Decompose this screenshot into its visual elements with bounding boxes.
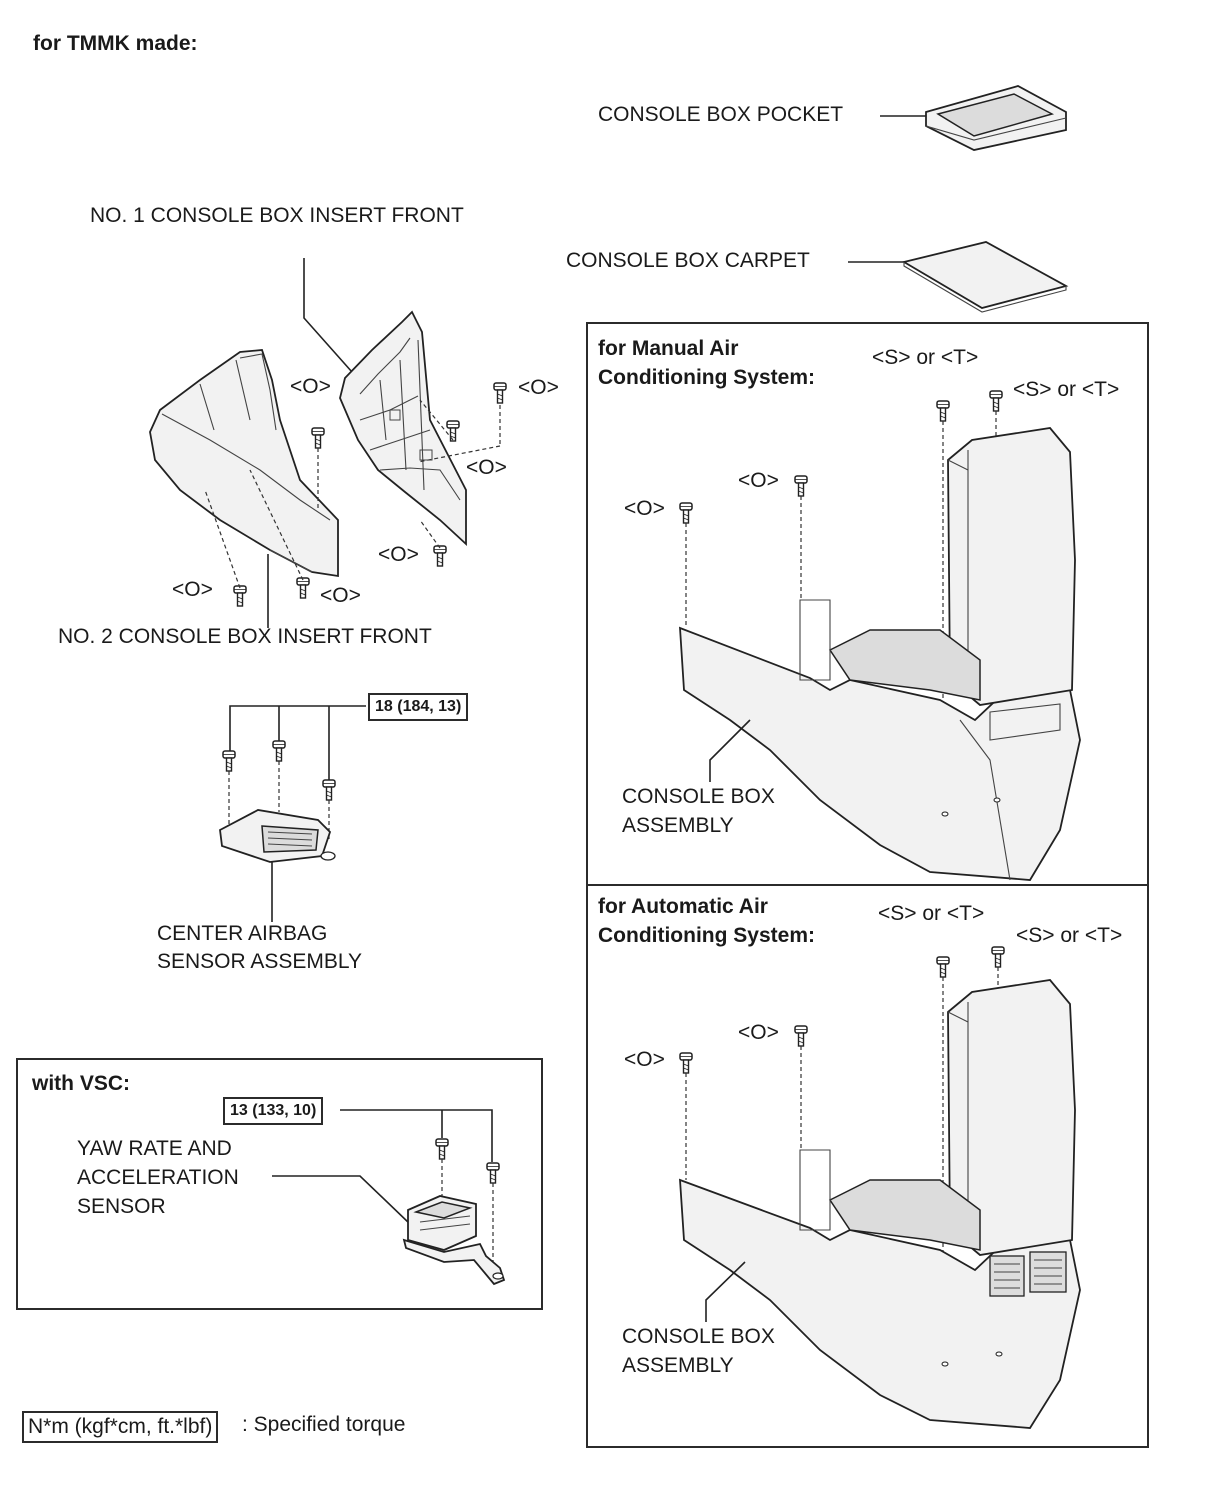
auto-ac-panel (586, 884, 1149, 1448)
center-airbag-sensor-label: CENTER AIRBAG SENSOR ASSEMBLY (157, 922, 363, 973)
auto-console-box-label: CONSOLE BOX ASSEMBLY (622, 1325, 775, 1377)
console-box-carpet-part (848, 241, 1069, 313)
yaw-sensor-torque-box: 13 (133, 10) (223, 1097, 324, 1125)
clip-mark: <O> (624, 1048, 665, 1071)
yaw-rate-sensor-part (272, 1109, 506, 1286)
vsc-panel (16, 1058, 543, 1310)
clip-mark: <O> (378, 543, 419, 566)
no1-insert-front-part (303, 258, 467, 547)
clip-mark: <O> (624, 497, 665, 520)
insert-bolts (204, 382, 507, 607)
clip-mark: <S> or <T> (872, 346, 979, 369)
legend-unit-box: N*m (kgf*cm, ft.*lbf) (22, 1411, 219, 1443)
clip-mark: <O> (738, 469, 779, 492)
airbag-torque-box: 18 (184, 13) (368, 693, 469, 721)
console-box-pocket-label: CONSOLE BOX POCKET (598, 103, 844, 126)
clip-mark: <S> or <T> (1013, 378, 1120, 401)
no2-insert-front-label: NO. 2 CONSOLE BOX INSERT FRONT (58, 625, 432, 648)
clip-mark: <O> (320, 584, 361, 607)
yaw-rate-sensor-label: YAW RATE AND ACCELERATION SENSOR (77, 1137, 239, 1218)
clip-mark: <O> (518, 376, 559, 399)
auto-ac-heading: for Automatic Air Conditioning System: (598, 895, 815, 947)
clip-mark: <O> (172, 578, 213, 601)
console-box-pocket-part (880, 85, 1067, 151)
clip-mark: <O> (738, 1021, 779, 1044)
clip-mark: <S> or <T> (878, 902, 985, 925)
legend-text: : Specified torque (242, 1413, 406, 1436)
vsc-heading: with VSC: (32, 1072, 130, 1095)
console-box-carpet-label: CONSOLE BOX CARPET (566, 249, 810, 272)
manual-console-box-part (679, 390, 1081, 881)
manual-console-box-label: CONSOLE BOX ASSEMBLY (622, 785, 775, 837)
clip-mark: <O> (290, 375, 331, 398)
clip-mark: <O> (466, 456, 507, 479)
no1-insert-front-label: NO. 1 CONSOLE BOX INSERT FRONT (90, 204, 464, 227)
center-airbag-sensor-part (219, 705, 366, 922)
auto-console-box-part (679, 946, 1081, 1429)
manual-ac-heading: for Manual Air Conditioning System: (598, 337, 815, 389)
clip-mark: <S> or <T> (1016, 924, 1123, 947)
page-title: for TMMK made: (33, 32, 198, 55)
no2-insert-front-part (149, 349, 339, 628)
